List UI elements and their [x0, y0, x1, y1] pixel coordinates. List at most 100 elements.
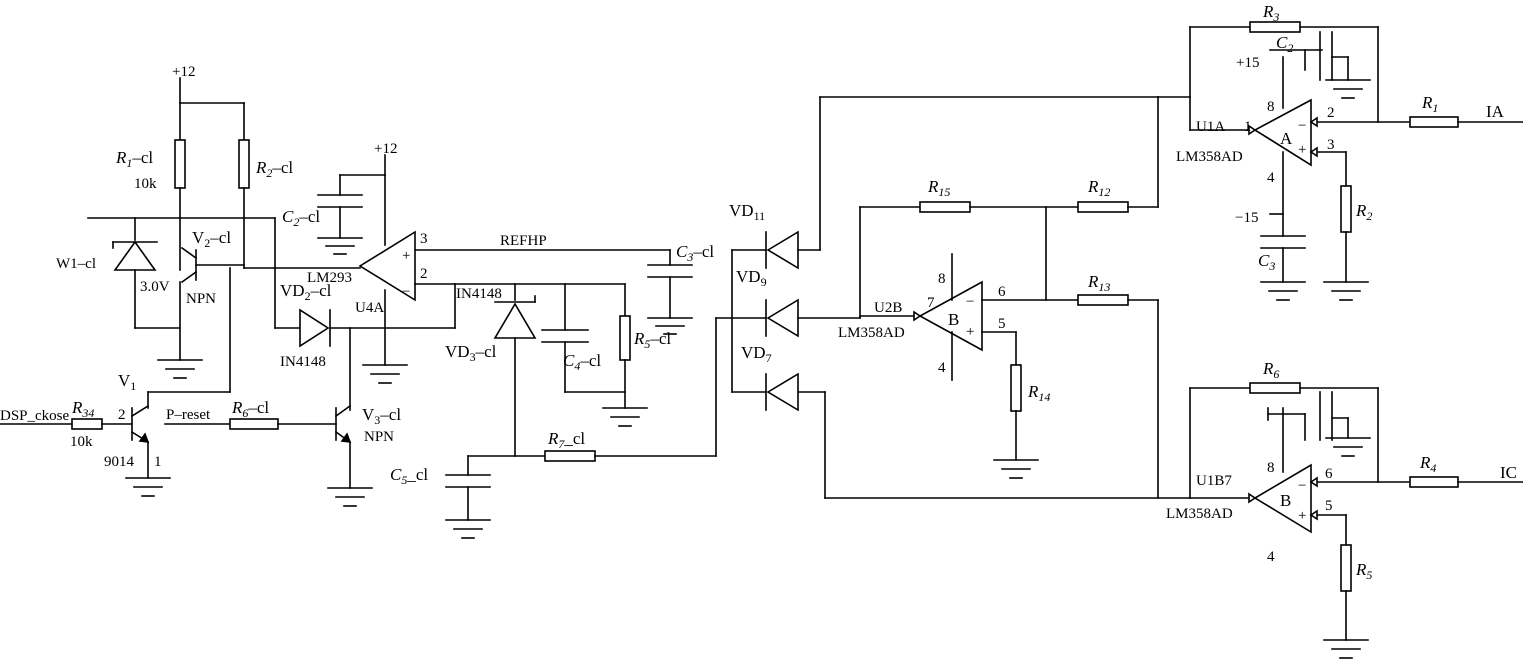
label-pin7-u2b: 7 [927, 295, 935, 311]
zener-w1-cl [113, 240, 157, 271]
label-in4148-a: IN4148 [280, 354, 326, 370]
resistor-r5-cl [619, 315, 631, 361]
label-r13: R13 [1087, 272, 1110, 294]
diode-or-network [731, 96, 1191, 499]
diode-vd7 [766, 372, 799, 412]
label-v1: V1 [118, 371, 136, 393]
label-in4148-b: IN4148 [456, 286, 502, 302]
label-v2-cl: V2–cl [192, 228, 231, 250]
label-p-reset: P–reset [166, 407, 211, 423]
label-vd11: VD11 [729, 201, 765, 223]
resistor-r7-cl [544, 450, 596, 462]
amplifier-u1a-block [1157, 21, 1523, 301]
label-lm358-u2: LM358AD [838, 325, 905, 341]
label-b-u2b: B [948, 310, 959, 329]
label-minus15: −15 [1235, 210, 1258, 226]
opamp-u1a [1253, 98, 1312, 167]
label-r34: R34 [71, 398, 94, 420]
label-pin3-u1a: 3 [1327, 137, 1335, 153]
label-dsp-ckose: DSP_ckose [0, 408, 70, 424]
label-pin4-u2b: 4 [938, 360, 946, 376]
label-u2b: U2B [874, 300, 902, 316]
label-minus-u2b: − [966, 294, 974, 310]
resistor-r1 [1409, 116, 1459, 128]
label-plus12-top: +12 [172, 64, 195, 80]
label-minus-u1a: − [1298, 118, 1306, 134]
label-vd7: VD7 [741, 343, 772, 365]
label-npn-2: NPN [364, 429, 394, 445]
label-r1-value: 10k [134, 176, 157, 192]
label-plus12-mid: +12 [374, 141, 397, 157]
label-c5-cl: C5_cl [390, 465, 428, 487]
label-pin3-u4a: 3 [420, 231, 428, 247]
label-r34-value: 10k [70, 434, 93, 450]
label-pin5-u2b: 5 [998, 316, 1006, 332]
resistor-r5 [1340, 544, 1352, 592]
label-pin8-u1b: 8 [1267, 460, 1275, 476]
label-minus-u4a: − [402, 284, 410, 300]
labels: R3 C2 +15 R1 IA U1A 1 2 3 8 4 A − + LM35… [0, 2, 1517, 582]
label-r1-cl: R1–cl [115, 148, 153, 170]
resistor-r6-cl [229, 418, 279, 430]
label-r15: R15 [927, 177, 950, 199]
label-r14: R14 [1027, 382, 1050, 404]
resistor-r34 [71, 418, 103, 430]
label-r12: R12 [1087, 177, 1110, 199]
label-plus-u2b: + [966, 324, 974, 340]
diode-vd2-cl [299, 308, 330, 348]
amplifier-u1b-block [1189, 382, 1523, 659]
resistor-r12 [1077, 201, 1129, 213]
label-c3-cl: C3–cl [676, 242, 714, 264]
resistor-r13 [1077, 294, 1129, 306]
label-r5-cl: R5–cl [633, 329, 671, 351]
label-pin4-u1a: 4 [1267, 170, 1275, 186]
label-c2-cl: C2–cl [282, 207, 320, 229]
label-v3-cl: V3–cl [362, 405, 401, 427]
label-plus-u1b: + [1298, 508, 1306, 524]
label-r6-cl: R6–cl [231, 398, 269, 420]
label-pin2-v1: 2 [118, 407, 126, 423]
label-plus-u1a: + [1298, 142, 1306, 158]
diode-vd3-cl [493, 302, 537, 339]
diode-vd11 [766, 230, 799, 270]
opamp-u1b [1253, 463, 1312, 534]
label-refhp: REFHP [500, 233, 547, 249]
label-r6: R6 [1262, 359, 1279, 381]
label-r3: R3 [1262, 2, 1279, 24]
label-r1: R1 [1421, 93, 1438, 115]
label-r5: R5 [1355, 560, 1372, 582]
label-lm293: LM293 [307, 270, 352, 286]
label-pin4-u1b: 4 [1267, 549, 1275, 565]
label-a: A [1280, 129, 1293, 148]
label-u1b7: U1B7 [1196, 473, 1232, 489]
diode-vd9 [766, 298, 799, 338]
label-pin6-u1b: 6 [1325, 466, 1333, 482]
label-c2: C2 [1276, 33, 1293, 55]
label-pin8-u2b: 8 [938, 271, 946, 287]
label-ic: IC [1500, 463, 1517, 482]
label-lm358-a: LM358AD [1176, 149, 1243, 165]
label-pin2-u4a: 2 [420, 266, 428, 282]
label-r2: R2 [1355, 201, 1372, 223]
label-b-u1b: B [1280, 491, 1291, 510]
label-3v: 3.0V [140, 279, 170, 295]
resistor-r4 [1409, 476, 1459, 488]
label-w1-cl: W1–cl [56, 256, 96, 272]
label-pin1-u1a: 1 [1244, 119, 1252, 135]
label-ia: IA [1486, 102, 1505, 121]
amplifier-u2b-block [859, 96, 1159, 499]
label-vd2-cl: VD2–cl [280, 281, 332, 303]
label-c4-cl: C4–cl [563, 351, 601, 373]
label-pin2-u1a: 2 [1327, 105, 1335, 121]
label-9014: 9014 [104, 454, 135, 470]
resistor-r2 [1340, 185, 1352, 233]
label-lm358-b: LM358AD [1166, 506, 1233, 522]
comparator-u4a [358, 230, 416, 302]
label-minus-u1b: − [1298, 478, 1306, 494]
label-c3: C3 [1258, 251, 1275, 273]
resistor-r1-cl [174, 139, 186, 189]
resistor-r15 [919, 201, 971, 213]
resistor-r14 [1010, 364, 1022, 412]
label-vd3-cl: VD3–cl [445, 342, 497, 364]
